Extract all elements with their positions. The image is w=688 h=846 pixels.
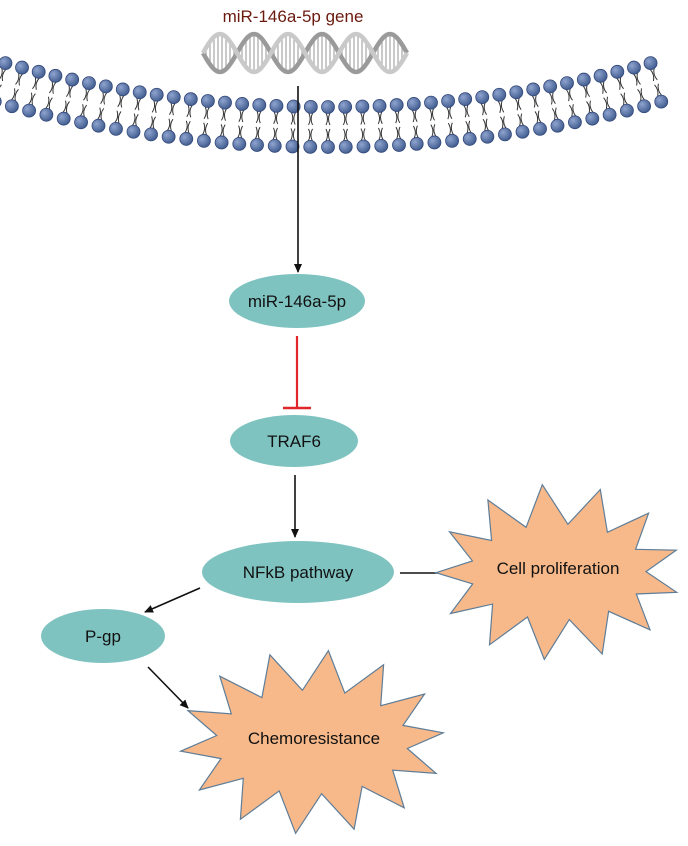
- cell-membrane-bilayer: [0, 56, 669, 154]
- node-mirna: miR-146a-5p: [229, 274, 365, 328]
- inhibition-mirna-to-traf6: [283, 336, 311, 410]
- dna-helix-icon: [201, 31, 409, 75]
- node-nfkb-label: NFkB pathway: [243, 563, 354, 582]
- node-pgp: P-gp: [41, 609, 165, 663]
- outcome-chemoresistance-label: Chemoresistance: [248, 729, 380, 748]
- node-traf6-label: TRAF6: [267, 432, 321, 451]
- gene-label: miR-146a-5p gene: [223, 7, 364, 26]
- arrow-nfkb-to-pgp: [144, 587, 201, 613]
- outcome-proliferation-label: Cell proliferation: [497, 559, 620, 578]
- node-nfkb: NFkB pathway: [202, 541, 394, 603]
- node-traf6: TRAF6: [230, 415, 358, 467]
- outcome-cell-proliferation: Cell proliferation: [434, 483, 679, 661]
- node-mirna-label: miR-146a-5p: [248, 292, 346, 311]
- outcome-chemoresistance: Chemoresistance: [178, 649, 446, 835]
- node-pgp-label: P-gp: [85, 627, 121, 646]
- arrow-pgp-to-chemoresistance: [147, 666, 189, 709]
